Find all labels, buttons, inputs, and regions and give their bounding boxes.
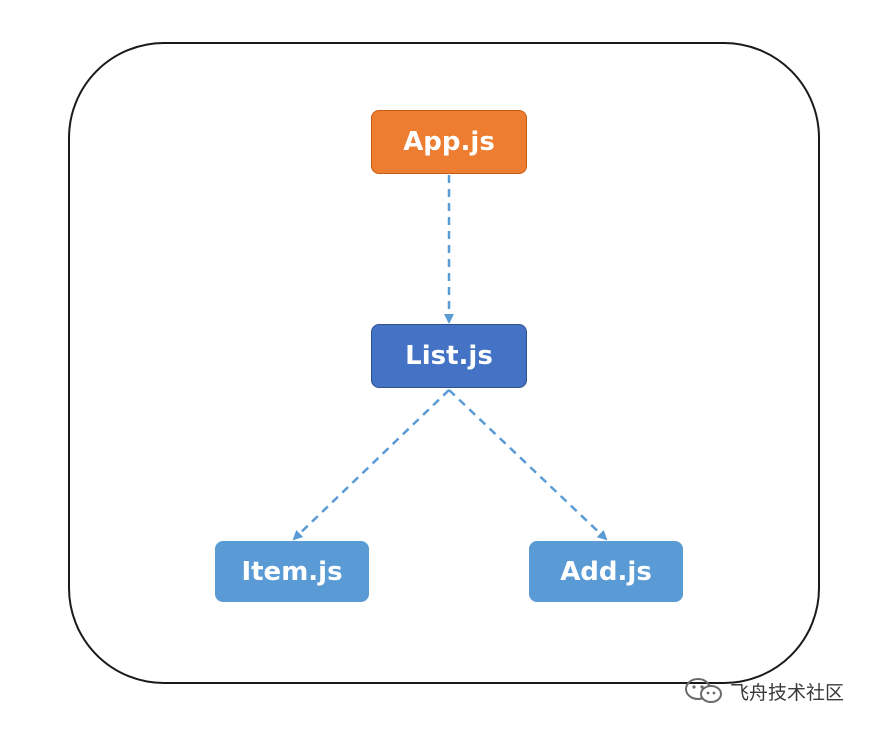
node-add-js: Add.js bbox=[529, 541, 683, 602]
node-app-js: App.js bbox=[371, 110, 527, 174]
node-item-js: Item.js bbox=[215, 541, 369, 602]
watermark: 飞舟技术社区 bbox=[684, 676, 844, 706]
diagram-frame bbox=[68, 42, 820, 684]
node-app-js-label: App.js bbox=[403, 127, 495, 157]
edge-list-to-item bbox=[292, 389, 450, 541]
node-add-js-label: Add.js bbox=[560, 556, 652, 587]
node-list-js-label: List.js bbox=[405, 341, 493, 371]
watermark-text: 飞舟技术社区 bbox=[730, 681, 845, 704]
node-list-js: List.js bbox=[371, 324, 527, 388]
node-item-js-label: Item.js bbox=[241, 556, 343, 587]
wechat-icon bbox=[685, 678, 722, 703]
edge-list-to-add bbox=[448, 389, 608, 541]
